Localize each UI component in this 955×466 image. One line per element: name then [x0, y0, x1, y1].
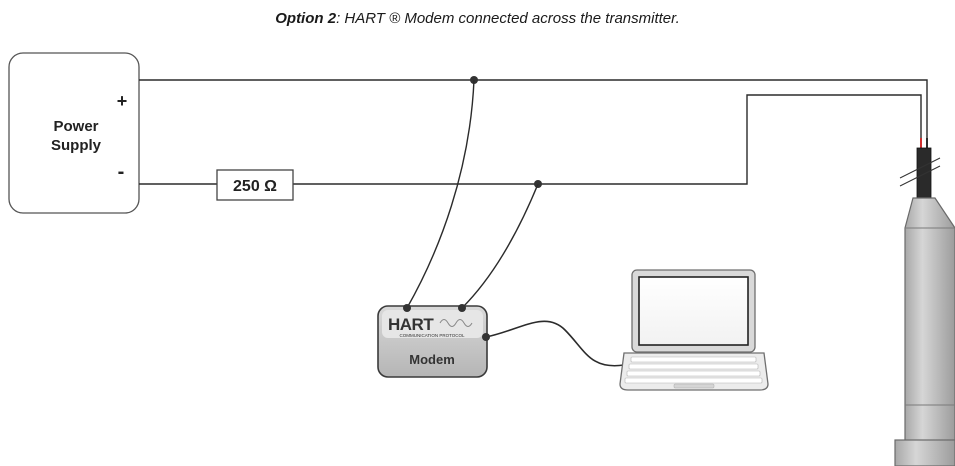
- negative-wire-right: [293, 94, 922, 185]
- cable-break-mark-2: [899, 165, 941, 187]
- positive-wire: [139, 79, 928, 138]
- resistor-label: 250 Ω: [233, 178, 277, 195]
- power-supply-box: [8, 52, 140, 214]
- negative-terminal-label: -: [118, 161, 125, 183]
- power-supply-label-line2: Supply: [51, 137, 102, 154]
- modem-terminal-positive: [403, 304, 411, 312]
- modem-lead-positive: [406, 79, 475, 309]
- hart-wave-icon: [439, 319, 473, 327]
- diagram-caption: Option 2: HART ® Modem connected across …: [0, 10, 955, 27]
- laptop-keyboard: [624, 356, 763, 384]
- power-supply: Power Supply + -: [8, 52, 140, 214]
- caption-text: : HART ® Modem connected across the tran…: [336, 10, 680, 27]
- laptop-icon: [619, 269, 769, 391]
- laptop-trackpad: [673, 383, 715, 389]
- hart-modem: HART COMMUNICATION PROTOCOL Modem: [377, 304, 490, 378]
- modem-lead-negative: [461, 183, 539, 309]
- positive-terminal-label: +: [117, 91, 128, 111]
- pressure-transmitter: [894, 197, 955, 466]
- modem-logo-panel: [382, 310, 483, 338]
- hart-logo-text: HART: [388, 315, 434, 334]
- transmitter-flange: [894, 439, 955, 466]
- resistor: 250 Ω: [216, 169, 294, 201]
- laptop-screen: [638, 276, 749, 346]
- modem-terminal-negative: [458, 304, 466, 312]
- resistor-box: [216, 169, 294, 201]
- caption-option-label: Option 2: [275, 10, 337, 27]
- modem-usb-port: [482, 333, 490, 341]
- cable-break-mark-1: [899, 157, 941, 179]
- modem-label: Modem: [409, 352, 455, 367]
- power-supply-label-line1: Power: [53, 118, 98, 135]
- hart-logo-subtext: COMMUNICATION PROTOCOL: [399, 333, 465, 338]
- usb-cable: [485, 320, 625, 367]
- transmitter-body: [904, 197, 955, 466]
- transmitter-cable: [899, 138, 941, 201]
